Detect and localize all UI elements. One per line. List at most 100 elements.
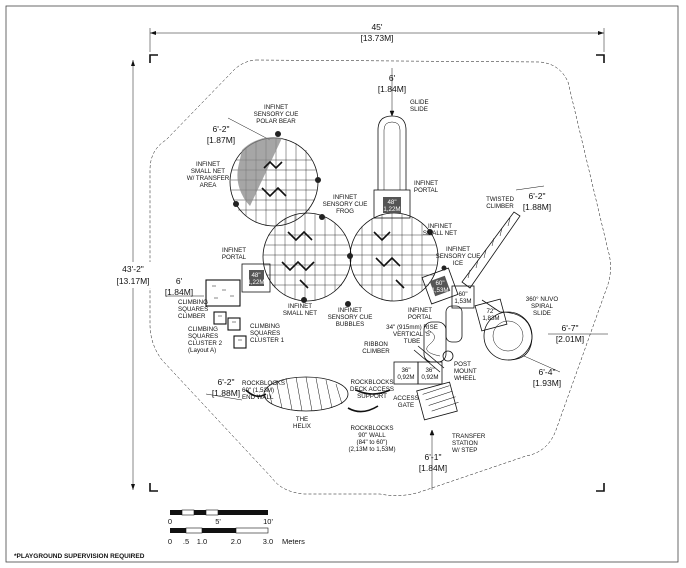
svg-text:DECK ACCESS: DECK ACCESS: [350, 386, 394, 393]
portal-right: [421, 267, 459, 305]
label-polar-bear: INFINET SENSORY CUE POLAR BEAR: [254, 104, 299, 125]
svg-text:CLIMBING: CLIMBING: [250, 323, 280, 330]
glide-deck-h1: 48": [387, 199, 396, 206]
label-post-mount-wheel: POST MOUNT WHEEL: [454, 361, 477, 382]
svg-text:60" (1,53M): 60" (1,53M): [242, 387, 274, 394]
svg-text:CLIMBING: CLIMBING: [178, 299, 208, 306]
ice-cue-marker: [441, 265, 447, 271]
label-portal-top: INFINET PORTAL: [414, 180, 439, 194]
the-helix: [263, 376, 349, 412]
rockblocks-90-wall: [347, 405, 379, 413]
svg-text:PORTAL: PORTAL: [222, 254, 247, 261]
svg-text:BUBBLES: BUBBLES: [336, 321, 365, 328]
portal-right-h1: 60": [435, 280, 444, 287]
dim-ll-ft: 6'-2": [218, 377, 235, 387]
svg-text:HELIX: HELIX: [293, 423, 311, 430]
svg-text:SQUARES: SQUARES: [188, 333, 218, 340]
climbing-squares-climber: [205, 279, 241, 307]
svg-text:34" (915mm) RISE: 34" (915mm) RISE: [386, 324, 438, 331]
svg-text:INFINET: INFINET: [288, 303, 312, 310]
deck36a-h1: 36": [401, 367, 410, 374]
dim-glide-ft: 6': [389, 73, 396, 83]
dim-glide-m: [1.84M]: [378, 84, 406, 94]
svg-text:CLIMBER: CLIMBER: [362, 348, 390, 355]
svg-text:ROCKBLOCKS: ROCKBLOCKS: [242, 380, 285, 387]
label-helix: THE HELIX: [293, 416, 311, 430]
svg-text:INFINET: INFINET: [414, 180, 438, 187]
rockblocks-deck-access: [355, 389, 391, 395]
svg-text:STATION: STATION: [452, 440, 478, 447]
label-cluster-2: CLIMBING SQUARES CLUSTER 2 (Layout A): [188, 326, 223, 354]
label-climbing-climber: CLIMBING SQUARES CLIMBER: [178, 299, 208, 320]
deck36a-h2: 0,92M: [397, 374, 414, 381]
label-small-net-mid: INFINET SMALL NET: [283, 303, 317, 317]
svg-text:W/ STEP: W/ STEP: [452, 447, 477, 454]
svg-text:END WALL: END WALL: [242, 394, 274, 401]
height-ft: 43'-2": [122, 264, 144, 274]
nuvo-spiral-slide: [481, 299, 533, 361]
ft-tick-0: 0: [168, 517, 172, 526]
ft-tick-10: 10': [263, 517, 273, 526]
glide-deck-h2: 1,22M: [383, 206, 400, 213]
svg-text:SLIDE: SLIDE: [410, 106, 428, 113]
m-unit: Meters: [282, 537, 305, 546]
svg-text:CLIMBING: CLIMBING: [188, 326, 218, 333]
svg-text:POST: POST: [454, 361, 471, 368]
svg-text:INFINET: INFINET: [196, 161, 220, 168]
label-small-net-transfer: INFINET SMALL NET W/ TRANSFER AREA: [187, 161, 230, 189]
svg-text:TWISTED: TWISTED: [486, 196, 514, 203]
ft-tick-5: 5': [215, 517, 221, 526]
deck60-h2: 1,53M: [454, 298, 471, 305]
dim-ur-ft: 6'-2": [529, 191, 546, 201]
svg-text:360° NUVO: 360° NUVO: [526, 296, 559, 303]
svg-text:INFINET: INFINET: [222, 247, 246, 254]
m-tick-3: 3.0: [263, 537, 273, 546]
svg-text:W/ TRANSFER: W/ TRANSFER: [187, 175, 230, 182]
svg-text:SENSORY CUE: SENSORY CUE: [323, 201, 368, 208]
width-m: [13.73M]: [360, 33, 393, 43]
dim-left-m: [1.84M]: [165, 287, 193, 297]
climbing-squares-cluster-1: [233, 335, 247, 349]
svg-text:SMALL NET: SMALL NET: [423, 230, 457, 237]
twisted-climber: [461, 211, 521, 289]
label-end-wall: ROCKBLOCKS 60" (1,53M) END WALL: [242, 380, 285, 401]
svg-text:INFINET: INFINET: [408, 307, 432, 314]
svg-text:ICE: ICE: [453, 260, 463, 267]
deck36b-h1: 36": [425, 367, 434, 374]
svg-text:SENSORY CUE: SENSORY CUE: [328, 314, 373, 321]
m-tick-2: 2.0: [231, 537, 241, 546]
svg-text:TUBE: TUBE: [404, 338, 421, 345]
m-tick-0: 0: [168, 537, 172, 546]
label-90-wall: ROCKBLOCKS 90" WALL (84" to 60") (2,13M …: [348, 425, 395, 453]
svg-text:INFINET: INFINET: [446, 246, 470, 253]
svg-text:INFINET: INFINET: [264, 104, 288, 111]
dim-lr-m: [1.93M]: [533, 378, 561, 388]
svg-text:AREA: AREA: [200, 182, 218, 189]
svg-text:CLUSTER 2: CLUSTER 2: [188, 340, 223, 347]
use-zone-outline: [149, 59, 611, 496]
label-ribbon-climber: RIBBON CLIMBER: [362, 341, 390, 355]
label-portal-right: INFINET PORTAL: [408, 307, 433, 321]
dim-ll-m: [1.88M]: [212, 388, 240, 398]
label-glide-slide: GLIDE SLIDE: [410, 99, 429, 113]
svg-text:(84" to 60"): (84" to 60"): [357, 439, 388, 446]
deck36b-h2: 0,92M: [421, 374, 438, 381]
svg-text:CLIMBER: CLIMBER: [178, 313, 206, 320]
svg-text:(Layout A): (Layout A): [188, 347, 216, 354]
post-mount-wheel: [442, 350, 454, 362]
svg-text:INFINET: INFINET: [428, 223, 452, 230]
overall-width-dim: [149, 28, 605, 52]
glide-deck: [373, 189, 411, 219]
dim-lr-ft: 6'-4": [539, 367, 556, 377]
dim-right-ft: 6'-7": [562, 323, 579, 333]
m-tick-1: 1.0: [197, 537, 207, 546]
deck-36b: [417, 361, 443, 385]
small-net-transfer: [229, 131, 321, 227]
svg-text:ROCKBLOCKS: ROCKBLOCKS: [351, 379, 394, 386]
portal-left-h2: 1,22M: [247, 279, 264, 286]
local-dims: [166, 68, 608, 490]
svg-text:RIBBON: RIBBON: [364, 341, 388, 348]
deck-72: [474, 298, 508, 332]
svg-text:FROG: FROG: [336, 208, 354, 215]
